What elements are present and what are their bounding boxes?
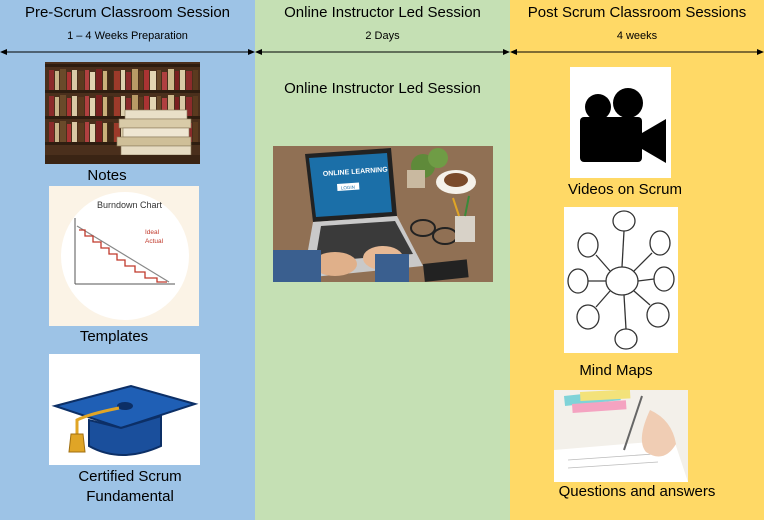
laptop-screen-login: LOGIN	[341, 185, 355, 191]
pre-scrum-duration: 1 – 4 Weeks Preparation	[67, 30, 188, 42]
videos-label: Videos on Scrum	[568, 181, 682, 198]
laptop-photo: ONLINE LEARNING LOGIN	[273, 146, 493, 282]
mind-map-icon	[564, 207, 678, 353]
templates-label: Templates	[79, 328, 149, 345]
video-camera-icon	[570, 67, 671, 178]
books-photo	[45, 62, 200, 164]
pre-scrum-title: Pre-Scrum Classroom Session	[24, 4, 231, 21]
mind-maps-label: Mind Maps	[579, 362, 653, 379]
certified-scrum-label-line2: Fundamental	[86, 488, 174, 505]
certified-scrum-label: Certified Scrum Fundamental	[55, 468, 205, 505]
questions-label: Questions and answers	[558, 483, 716, 500]
burndown-chart-image: Burndown Chart Ideal Actual	[49, 186, 199, 326]
notes-label: Notes	[87, 167, 127, 184]
online-session-duration-arrow	[255, 49, 510, 55]
online-session-title: Online Instructor Led Session	[284, 4, 481, 21]
post-scrum-column: Post Scrum Classroom Sessions 4 weeks Vi…	[510, 0, 764, 520]
post-scrum-duration: 4 weeks	[616, 30, 658, 42]
post-scrum-duration-arrow	[510, 49, 764, 55]
online-session-heading: Online Instructor Led Session	[284, 80, 481, 97]
online-session-column: Online Instructor Led Session 2 Days Onl…	[255, 0, 510, 520]
burndown-legend-ideal: Ideal	[145, 229, 160, 236]
post-scrum-title: Post Scrum Classroom Sessions	[527, 4, 747, 21]
pre-scrum-column: Pre-Scrum Classroom Session 1 – 4 Weeks …	[0, 0, 255, 520]
burndown-legend-actual: Actual	[145, 238, 164, 245]
online-session-duration: 2 Days	[365, 30, 400, 42]
burndown-chart-title: Burndown Chart	[97, 200, 163, 210]
certified-scrum-label-line1: Certified Scrum	[78, 468, 182, 485]
writing-hand-photo	[554, 390, 688, 482]
graduation-cap-icon	[49, 354, 200, 465]
pre-scrum-duration-arrow	[0, 49, 255, 55]
laptop-screen-heading: ONLINE LEARNING	[323, 166, 389, 178]
